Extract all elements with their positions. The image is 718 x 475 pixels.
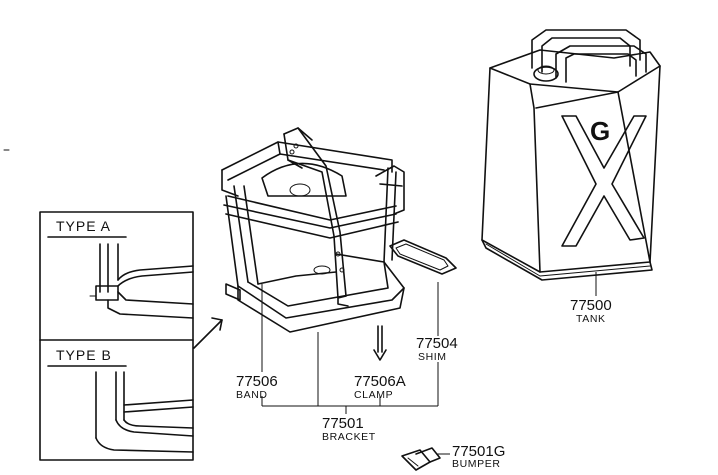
tank-label: TANK (576, 313, 606, 325)
callout-clamp: 77506A CLAMP (354, 373, 406, 401)
callout-shim: 77504 SHIM (416, 335, 458, 363)
tank-part: G (481, 29, 661, 281)
type-a-detail (89, 243, 194, 319)
callout-bumper: 77501G BUMPER (436, 443, 505, 470)
clamp-number: 77506A (354, 373, 406, 390)
callout-tank: 77500 TANK (570, 297, 612, 325)
type-b-detail (95, 371, 194, 453)
shim-number: 77504 (416, 335, 458, 352)
inset-pointer-arrow (193, 319, 223, 349)
callout-band: 77506 BAND (236, 373, 278, 401)
band-number: 77506 (236, 373, 278, 390)
clamp-label: CLAMP (354, 389, 393, 401)
bumper-number: 77501G (452, 443, 505, 460)
callout-bracket: 77501 BRACKET (322, 415, 376, 443)
shim-part (389, 239, 457, 275)
bracket-number: 77501 (322, 415, 364, 432)
inset-frame (39, 211, 194, 461)
leader-lines (261, 272, 597, 414)
tank-emblem: G (590, 116, 610, 146)
clamp-part (373, 325, 387, 361)
type-b-label: TYPE B (56, 347, 112, 363)
band-label: BAND (236, 389, 268, 401)
bumper-label: BUMPER (452, 458, 501, 470)
variant-inset: TYPE A TYPE B (39, 211, 223, 461)
shim-label: SHIM (418, 351, 447, 363)
bracket-assembly (221, 127, 405, 333)
bracket-label: BRACKET (322, 431, 376, 443)
tank-number: 77500 (570, 297, 612, 314)
type-a-label: TYPE A (56, 218, 111, 234)
bumper-part (401, 447, 441, 471)
inset-pointer-arrowhead (211, 317, 223, 331)
